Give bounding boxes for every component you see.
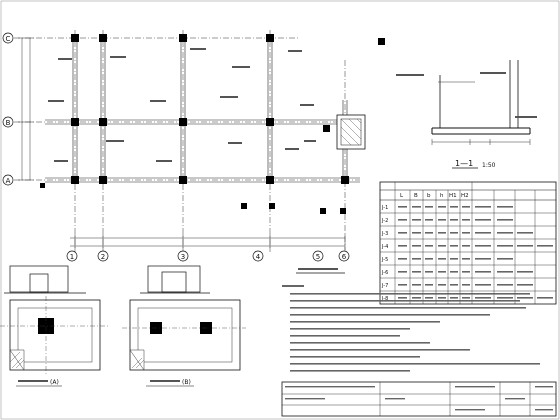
section-mark: 1—1 xyxy=(455,159,473,168)
table-header: b xyxy=(427,193,431,199)
footing-detail-a: (A) xyxy=(0,265,110,387)
column xyxy=(241,203,247,209)
axis-bubble-icon xyxy=(252,250,264,262)
column xyxy=(71,176,79,184)
axis-bubble-icon xyxy=(2,116,14,128)
axis-bubble-icon xyxy=(177,250,189,262)
axis-bubble-icon xyxy=(312,250,324,262)
table-header: B xyxy=(414,193,418,199)
axis-bubble-icon xyxy=(2,174,14,186)
column xyxy=(341,176,349,184)
axis-bubble-icon xyxy=(66,250,78,262)
column-axis-markers: 1 2 3 4 5 6 xyxy=(66,250,350,262)
column xyxy=(323,125,330,132)
title-block-text-placeholders xyxy=(285,386,553,411)
table-row-label: J-4 xyxy=(381,244,388,250)
column xyxy=(340,208,346,214)
column xyxy=(71,34,79,42)
table-row-label: J-2 xyxy=(381,218,388,224)
column-axis-label: 6 xyxy=(342,253,347,261)
detail-label: (A) xyxy=(50,379,59,386)
foundation-beams xyxy=(45,38,360,183)
row-axis-label: B xyxy=(6,119,11,127)
table-row-label: J-1 xyxy=(381,205,388,211)
column xyxy=(266,176,274,184)
column-axis-label: 2 xyxy=(101,253,105,261)
column-axis-label: 5 xyxy=(316,253,320,261)
column xyxy=(266,34,274,42)
footing-table-headers: L B b h H1 H2 xyxy=(400,193,469,199)
column xyxy=(179,176,187,184)
table-row-label: J-7 xyxy=(381,283,388,289)
table-row-label: J-5 xyxy=(381,257,388,263)
table-header: h xyxy=(440,193,444,199)
detail-label: (B) xyxy=(182,379,191,386)
axis-bubble-icon xyxy=(338,250,350,262)
column xyxy=(99,34,107,42)
section-scale: 1:50 xyxy=(482,162,496,169)
column xyxy=(71,118,79,126)
footing-detail-b: (B) xyxy=(122,265,246,387)
column-axis-label: 4 xyxy=(256,253,261,261)
plan-columns xyxy=(40,34,385,214)
pit-block xyxy=(336,114,366,150)
footing-table xyxy=(379,181,557,305)
row-axis-label: A xyxy=(6,177,11,185)
footing-table-rows: J-1 J-2 J-3 J-4 J-5 J-6 J-7 J-8 xyxy=(381,205,388,302)
foundation-plan: C B A xyxy=(2,30,385,274)
title-block xyxy=(281,381,557,417)
table-row-label: J-3 xyxy=(381,231,388,237)
column xyxy=(179,118,187,126)
column-axis-label: 1 xyxy=(70,253,74,261)
bottom-dimension-chain xyxy=(70,234,346,250)
column-axis-label: 3 xyxy=(181,253,185,261)
column xyxy=(320,208,326,214)
column xyxy=(266,118,274,126)
column xyxy=(99,176,107,184)
column xyxy=(269,203,275,209)
column xyxy=(378,38,385,45)
row-axis-markers: C B A xyxy=(2,32,14,186)
column xyxy=(99,118,107,126)
axis-bubble-icon xyxy=(97,250,109,262)
row-axis-label: C xyxy=(6,35,11,43)
table-header: H1 xyxy=(449,193,457,199)
section-1-1: 1—1 1:50 xyxy=(396,60,537,169)
column xyxy=(179,34,187,42)
table-header: L xyxy=(400,193,404,199)
column-grid-lines xyxy=(74,30,346,252)
table-row-label: J-6 xyxy=(381,270,388,276)
table-cell-placeholders xyxy=(398,206,553,299)
plan-title-mark xyxy=(298,268,338,270)
axis-bubble-icon xyxy=(2,32,14,44)
table-row-label: J-8 xyxy=(381,296,388,302)
design-notes xyxy=(282,285,540,372)
plan-annotation-marks xyxy=(48,48,316,162)
column xyxy=(40,183,45,188)
table-header: H2 xyxy=(461,193,469,199)
